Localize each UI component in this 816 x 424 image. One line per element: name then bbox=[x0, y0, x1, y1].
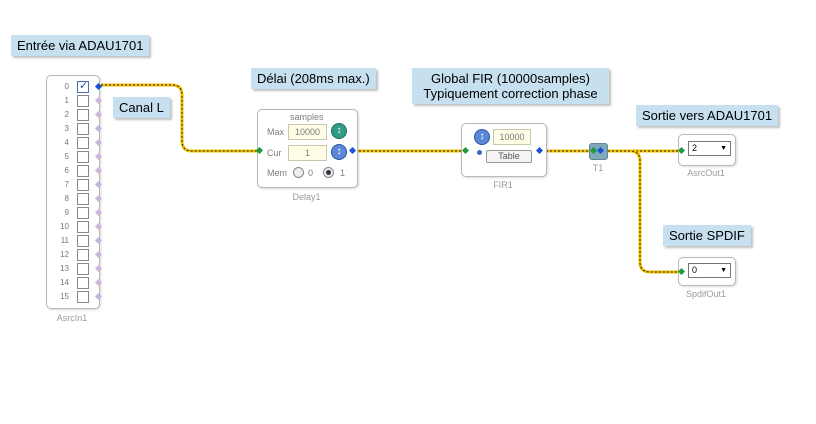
asrc-input-name: AsrcIn1 bbox=[56, 313, 88, 323]
chevron-down-icon: ▼ bbox=[720, 267, 727, 274]
channel-checkbox[interactable]: ✓ bbox=[77, 80, 89, 93]
max-value-field[interactable]: 10000 bbox=[288, 124, 327, 140]
asrc-output-block[interactable]: 2 ▼ bbox=[678, 134, 736, 166]
channel-number: 8 bbox=[64, 194, 69, 203]
channel-row: 8 bbox=[47, 192, 103, 206]
delay-title-label: Délai (208ms max.) bbox=[251, 68, 376, 89]
channel-row: 0✓ bbox=[47, 80, 103, 94]
spdif-output-name: SpdifOut1 bbox=[685, 289, 727, 299]
spdif-output-block[interactable]: 0 ▼ bbox=[678, 257, 736, 286]
cur-knob-icon[interactable]: ↕ bbox=[331, 144, 347, 160]
channel-checkbox[interactable] bbox=[77, 165, 89, 177]
mem-option-0-label: 0 bbox=[308, 168, 314, 178]
channel-number: 15 bbox=[60, 292, 69, 301]
mem-label: Mem bbox=[267, 168, 287, 178]
max-label: Max bbox=[267, 127, 285, 137]
channel-row: 14 bbox=[47, 276, 103, 290]
channel-row: 7 bbox=[47, 178, 103, 192]
chevron-down-icon: ▼ bbox=[720, 145, 727, 152]
channel-number: 9 bbox=[64, 208, 69, 217]
channel-checkbox[interactable] bbox=[77, 207, 89, 219]
channel-number: 10 bbox=[60, 222, 69, 231]
channel-row: 5 bbox=[47, 150, 103, 164]
fir-title-line2: Typiquement correction phase bbox=[423, 86, 598, 101]
channel-row: 13 bbox=[47, 262, 103, 276]
spdif-output-selected-value: 0 bbox=[692, 265, 698, 275]
fir-block[interactable]: ↕ 10000 Table bbox=[461, 123, 547, 177]
channel-number: 12 bbox=[60, 250, 69, 259]
channel-checkbox[interactable] bbox=[77, 235, 89, 247]
spdif-output-select[interactable]: 0 ▼ bbox=[688, 263, 731, 278]
channel-checkbox[interactable] bbox=[77, 277, 89, 289]
fir-title-label: Global FIR (10000samples) Typiquement co… bbox=[412, 68, 609, 104]
channel-checkbox[interactable] bbox=[77, 137, 89, 149]
channel-checkbox[interactable] bbox=[77, 249, 89, 261]
delay-block-name: Delay1 bbox=[292, 192, 321, 202]
channel-number: 14 bbox=[60, 278, 69, 287]
channel-checkbox[interactable] bbox=[77, 263, 89, 275]
channel-number: 1 bbox=[64, 96, 69, 105]
channel-number: 6 bbox=[64, 166, 69, 175]
channel-number: 2 bbox=[64, 110, 69, 119]
channel-number: 7 bbox=[64, 180, 69, 189]
fir-knob-icon[interactable]: ↕ bbox=[474, 129, 490, 145]
asrc-output-name: AsrcOut1 bbox=[687, 168, 725, 178]
max-knob-icon[interactable]: ↕ bbox=[331, 123, 347, 139]
channel-row: 3 bbox=[47, 122, 103, 136]
cur-label: Cur bbox=[267, 148, 282, 158]
channel-number: 13 bbox=[60, 264, 69, 273]
channel-checkbox[interactable] bbox=[77, 95, 89, 107]
fir-table-button[interactable]: Table bbox=[486, 150, 532, 163]
fir-block-name: FIR1 bbox=[493, 180, 513, 190]
wire-splitter-to-spdifout[interactable] bbox=[604, 149, 680, 274]
channel-row: 9 bbox=[47, 206, 103, 220]
channel-checkbox[interactable] bbox=[77, 193, 89, 205]
asrc-output-select[interactable]: 2 ▼ bbox=[688, 141, 731, 156]
channel-checkbox[interactable] bbox=[77, 291, 89, 303]
fir-status-dot bbox=[477, 150, 482, 155]
channel-number: 4 bbox=[64, 138, 69, 147]
channel-number: 3 bbox=[64, 124, 69, 133]
channel-row: 2 bbox=[47, 108, 103, 122]
out-spdif-title-label: Sortie SPDIF bbox=[663, 225, 751, 246]
splitter-name: T1 bbox=[592, 163, 604, 173]
channel-number: 5 bbox=[64, 152, 69, 161]
channel-checkbox[interactable] bbox=[77, 179, 89, 191]
channel-row: 11 bbox=[47, 234, 103, 248]
channel-number: 11 bbox=[60, 236, 69, 245]
channel-number: 0 bbox=[64, 82, 69, 91]
channel-row: 4 bbox=[47, 136, 103, 150]
check-icon: ✓ bbox=[79, 80, 89, 92]
out-main-title-label: Sortie vers ADAU1701 bbox=[636, 105, 779, 126]
samples-label: samples bbox=[290, 112, 324, 122]
fir-value-field[interactable]: 10000 bbox=[493, 129, 531, 145]
channel-checkbox[interactable] bbox=[77, 109, 89, 121]
input-title-label: Entrée via ADAU1701 bbox=[11, 35, 150, 56]
cur-value-field[interactable]: 1 bbox=[288, 145, 327, 161]
mem-radio-0[interactable] bbox=[293, 167, 304, 178]
channel-row: 10 bbox=[47, 220, 103, 234]
mem-radio-1[interactable] bbox=[323, 167, 334, 178]
channel-row: 12 bbox=[47, 248, 103, 262]
channel-row: 1 bbox=[47, 94, 103, 108]
channel-checkbox[interactable] bbox=[77, 123, 89, 135]
asrc-output-selected-value: 2 bbox=[692, 143, 698, 153]
channel-row: 15 bbox=[47, 290, 103, 304]
channel-label: Canal L bbox=[113, 97, 170, 118]
wire-input-to-delay[interactable] bbox=[101, 83, 258, 153]
mem-option-1-label: 1 bbox=[340, 168, 346, 178]
fir-title-line1: Global FIR (10000samples) bbox=[431, 71, 590, 86]
channel-row: 6 bbox=[47, 164, 103, 178]
delay-block[interactable]: samples Max 10000 ↕ Cur 1 ↕ Mem 0 1 bbox=[257, 109, 358, 188]
channel-checkbox[interactable] bbox=[77, 151, 89, 163]
channel-checkbox[interactable] bbox=[77, 221, 89, 233]
